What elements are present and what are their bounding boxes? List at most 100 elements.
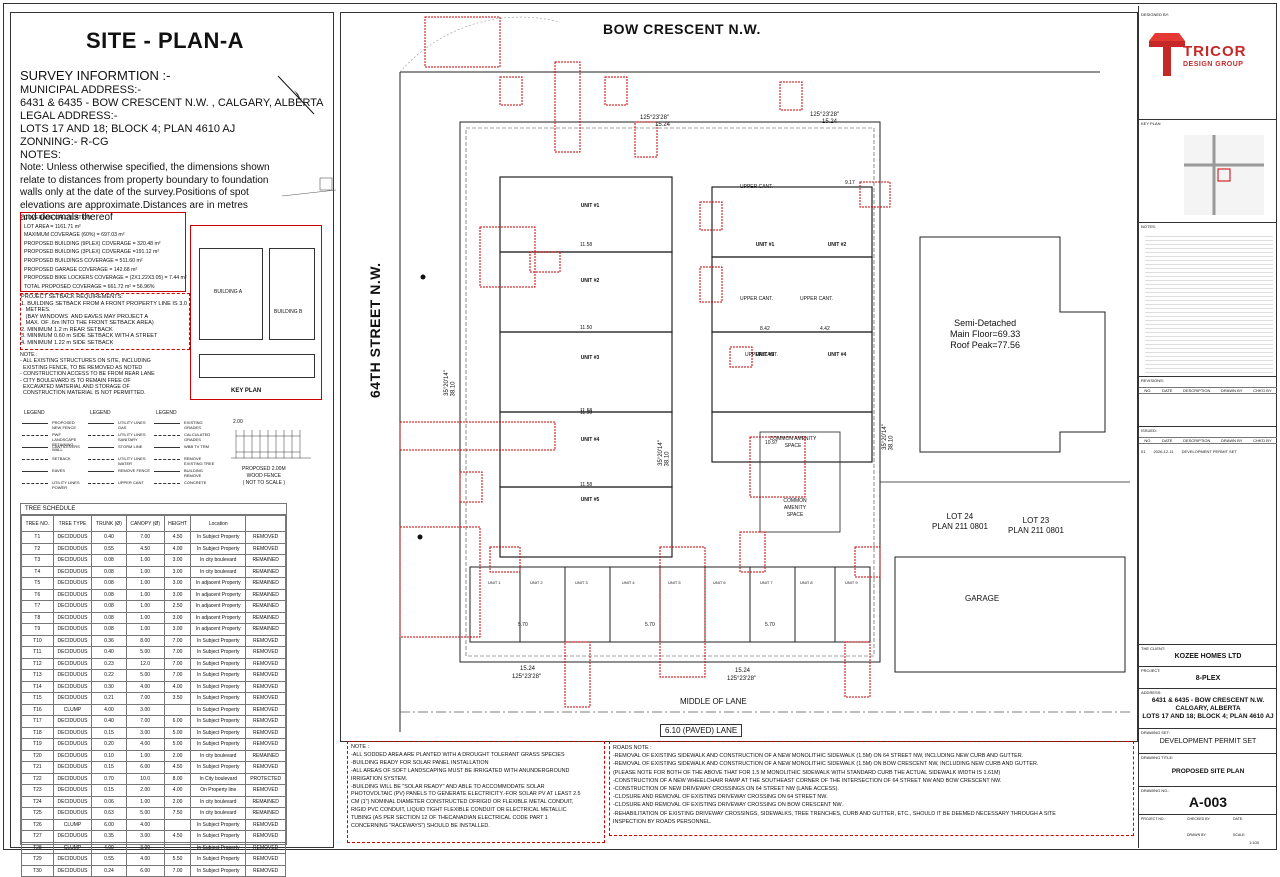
legend-item-3-2: REMOVE EXISTING TREE — [184, 456, 215, 466]
tree-cell-11-4: 7.00 — [163, 657, 192, 670]
tree-cell-18-5: In Subject Property — [190, 738, 247, 751]
legal-address: LOTS 17 AND 18; BLOCK 4; PLAN 4610 AJ — [20, 123, 236, 135]
tree-cell-22-1: DECIDUOUS — [52, 784, 93, 797]
tree-cell-5-6: REMAINED — [245, 588, 286, 601]
legend-item-4-2: BUILDING REMOVE — [184, 468, 203, 478]
landscape-note-line-9: TUBING (AS PER SECTION 12 OF THECANADIAN… — [351, 815, 548, 822]
site-note-line-6: CONSTRUCTION MATERIAL IS NOT PERMITTED. — [20, 390, 146, 397]
roads-note-line-3: (PLEASE NOTE FOR BOTH OF THE ABOVE THAT … — [613, 769, 1001, 776]
dim-label-10: 5.70 — [645, 622, 655, 628]
tree-cell-26-3: 3.00 — [125, 830, 165, 843]
setback-line-6: 3. MINIMUM 0.60 m SIDE SETBACK WITH A ST… — [21, 333, 158, 339]
legend-item-0-0: PROPOSED NEW FENCE — [52, 420, 76, 430]
tree-cell-22-4: 4.00 — [163, 784, 192, 797]
tree-cell-4-1: DECIDUOUS — [52, 577, 93, 590]
dim-bottom-bearing-2: 125°23'28" — [727, 676, 757, 682]
roads-note-line-7: -CLOSURE AND REMOVAL OF EXISTING DRIVEWA… — [613, 802, 843, 809]
coverage-line-5: PROPOSED BUILDINGS COVERAGE = 511.60 m² — [24, 257, 143, 264]
tree-cell-1-3: 4.50 — [125, 542, 165, 555]
legend-item-2-2: WBB TV TRM — [184, 444, 209, 449]
tree-cell-18-3: 4.00 — [125, 738, 165, 751]
tree-header-2: TRUNK (Ø) — [91, 515, 127, 532]
tree-cell-7-2: 0.08 — [91, 611, 127, 624]
rev-header-2: DESCRIPTION — [1183, 388, 1211, 393]
tree-cell-18-0: T19 — [21, 738, 54, 751]
tree-cell-10-2: 0.40 — [91, 646, 127, 659]
legend-header-1: LEGEND — [90, 410, 111, 416]
tree-cell-7-5: In adjacent Property — [190, 611, 247, 624]
zoning: ZONNING:- R-CG — [20, 136, 109, 148]
tree-cell-8-2: 0.08 — [91, 623, 127, 636]
roads-note-line-4: -CONSTRUCTION OF A NEW WHEELCHAIR RAMP A… — [613, 777, 1002, 784]
rev-header-3: DRAWN BY — [1221, 388, 1243, 393]
tree-cell-29-4: 7.00 — [163, 864, 192, 877]
tree-cell-15-6: REMOVED — [245, 703, 286, 716]
tree-cell-22-0: T23 — [21, 784, 54, 797]
tree-cell-16-4: 6.00 — [163, 715, 192, 728]
dim-label-3: 11.50 — [580, 410, 593, 416]
garage-label: GARAGE — [965, 594, 1000, 603]
dim-side-length-2: 38.10 — [664, 451, 671, 467]
tb-address-value: 6431 & 6435 - BOW CRESCENT N.W. CALGARY,… — [1139, 697, 1277, 721]
tree-cell-29-0: T30 — [21, 864, 54, 877]
paved-lane-label: 6.10 (PAVED) LANE — [660, 724, 743, 737]
key-plan-building-b-label: BUILDING B — [274, 309, 303, 315]
legend-swatch-1-1 — [88, 435, 114, 436]
tree-cell-20-0: T21 — [21, 761, 54, 774]
legend-swatch-4-2 — [154, 471, 180, 472]
tree-cell-24-6: REMAINED — [245, 807, 286, 820]
tb-project-value: 8-PLEX — [1195, 675, 1221, 682]
fence-label: PROPOSED 2.00M WOOD FENCE ( NOT TO SCALE… — [242, 466, 286, 487]
tb-drawing-set-value: DEVELOPMENT PERMIT SET — [1159, 738, 1257, 745]
coverage-line-3: PROPOSED BUILDING (9PLEX) COVERAGE = 320… — [24, 240, 161, 247]
tree-cell-29-5: In Subject Property — [190, 864, 247, 877]
tree-cell-28-0: T29 — [21, 853, 54, 866]
tree-cell-17-2: 0.15 — [91, 726, 127, 739]
dim-side-bearing-3: 35°20'14" — [881, 424, 888, 450]
common-amenity-label-2: COMMON AMENITY SPACE — [783, 498, 807, 518]
coverage-calculation: COVERAGE CALCULATION:LOT AREA = 1161.71 … — [20, 212, 187, 292]
tree-cell-2-3: 1.00 — [125, 554, 165, 567]
main-floor-label: Main Floor=69.33 — [950, 329, 1021, 339]
tree-cell-10-5: In Subject Property — [190, 646, 247, 659]
tree-cell-21-2: 0.70 — [91, 772, 127, 785]
unit-label-b-3: UNIT #4 — [827, 352, 847, 358]
tree-cell-13-3: 4.00 — [125, 680, 165, 693]
tree-cell-16-0: T17 — [21, 715, 54, 728]
tree-cell-6-6: REMAINED — [245, 600, 286, 613]
tree-cell-17-0: T18 — [21, 726, 54, 739]
tree-cell-17-4: 5.00 — [163, 726, 192, 739]
tree-cell-20-6: REMOVED — [245, 761, 286, 774]
legend-swatch-3-0 — [22, 459, 48, 460]
key-plan-label: KEY PLAN — [231, 388, 262, 394]
tree-cell-23-1: DECIDUOUS — [52, 795, 93, 808]
setback-line-0: PROJECT SETBACK REQUIREMENTS: — [21, 294, 123, 300]
tree-cell-13-6: REMOVED — [245, 680, 286, 693]
tree-cell-19-2: 0.10 — [91, 749, 127, 762]
tb-drawing-set-label: DRAWING SET: — [1141, 730, 1170, 735]
tree-cell-22-6: REMOVED — [245, 784, 286, 797]
tb-drawn-by: DRAWN BY: — [1187, 833, 1207, 837]
legal-label: LEGAL ADDRESS:- — [20, 110, 118, 122]
semi-detached-label: Semi-Detached — [954, 318, 1017, 328]
legend-item-1-1: UTILITY LINES SANITARY — [118, 432, 146, 442]
tb-checked-by: CHECKED BY: — [1187, 817, 1211, 821]
tree-cell-5-1: DECIDUOUS — [52, 588, 93, 601]
unit-label-b-1: UNIT #2 — [827, 242, 847, 248]
dim-label-2: 11.58 — [580, 408, 593, 414]
tb-issued-label: ISSUED: — [1141, 428, 1158, 433]
tree-cell-21-4: 8.00 — [163, 772, 192, 785]
upper-cant-label-2: UPPER CANT. — [800, 296, 834, 302]
legend-swatch-3-2 — [154, 459, 180, 460]
issued-header-1: DATE — [1162, 438, 1173, 443]
